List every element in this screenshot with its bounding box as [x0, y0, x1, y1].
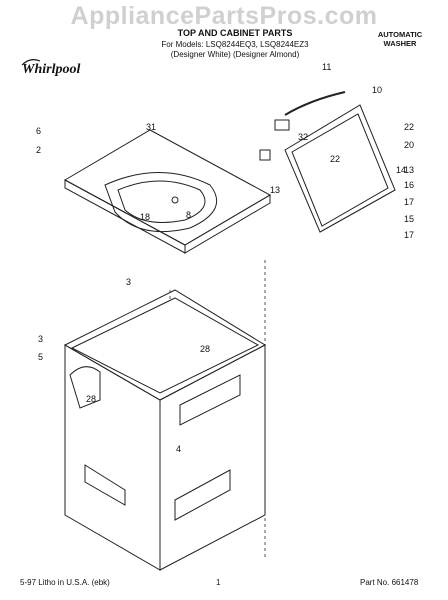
brand-name: Whirlpool	[22, 62, 80, 77]
label-8: 8	[186, 210, 191, 220]
label-22-b: 22	[330, 154, 340, 164]
product-type: AUTOMATIC WASHER	[365, 30, 435, 48]
label-6: 6	[36, 126, 41, 136]
whirlpool-logo: Whirlpool	[21, 59, 80, 77]
washer-cabinet	[63, 289, 267, 571]
label-31: 31	[146, 122, 156, 132]
model-numbers: For Models: LSQ8244EQ3, LSQ8244EZ3	[161, 40, 309, 49]
part-labels: 11 10 6 31 2 32 22 22 20 13 13 16 17 15 …	[36, 62, 414, 454]
model-colors: (Designer White) (Designer Almond)	[170, 50, 300, 59]
label-15: 15	[404, 214, 414, 224]
label-2: 2	[36, 145, 41, 155]
label-32: 32	[298, 132, 308, 142]
page-number: 1	[216, 578, 221, 587]
label-10: 10	[372, 85, 382, 95]
label-13-b: 13	[270, 185, 280, 195]
control-part	[259, 149, 271, 161]
label-18: 18	[140, 212, 150, 222]
footer-litho: 5-97 Litho in U.S.A. (ebk)	[20, 578, 110, 587]
label-28: 28	[200, 344, 210, 354]
diagram-title: TOP AND CABINET PARTS	[177, 28, 293, 38]
label-3-b: 3	[38, 334, 43, 344]
label-4: 4	[176, 444, 181, 454]
label-16: 16	[404, 180, 414, 190]
label-17-b: 17	[404, 230, 414, 240]
washer-top-panel	[63, 129, 272, 254]
part-number: Part No. 661478	[360, 578, 419, 587]
label-17: 17	[404, 197, 414, 207]
label-11: 11	[322, 62, 331, 72]
washer-lid	[284, 104, 396, 233]
wire-harness	[284, 91, 346, 116]
label-5: 5	[38, 352, 43, 362]
product-type-line1: AUTOMATIC	[377, 30, 423, 39]
label-20: 20	[404, 140, 414, 150]
label-13: 13	[404, 165, 414, 175]
label-28-b: 28	[86, 394, 96, 404]
label-3: 3	[126, 277, 131, 287]
label-14: 14	[396, 165, 406, 175]
label-22: 22	[404, 122, 414, 132]
product-type-line2: WASHER	[383, 39, 417, 48]
lid-switch	[274, 119, 290, 131]
watermark: AppliancePartsPros.com	[70, 2, 378, 30]
